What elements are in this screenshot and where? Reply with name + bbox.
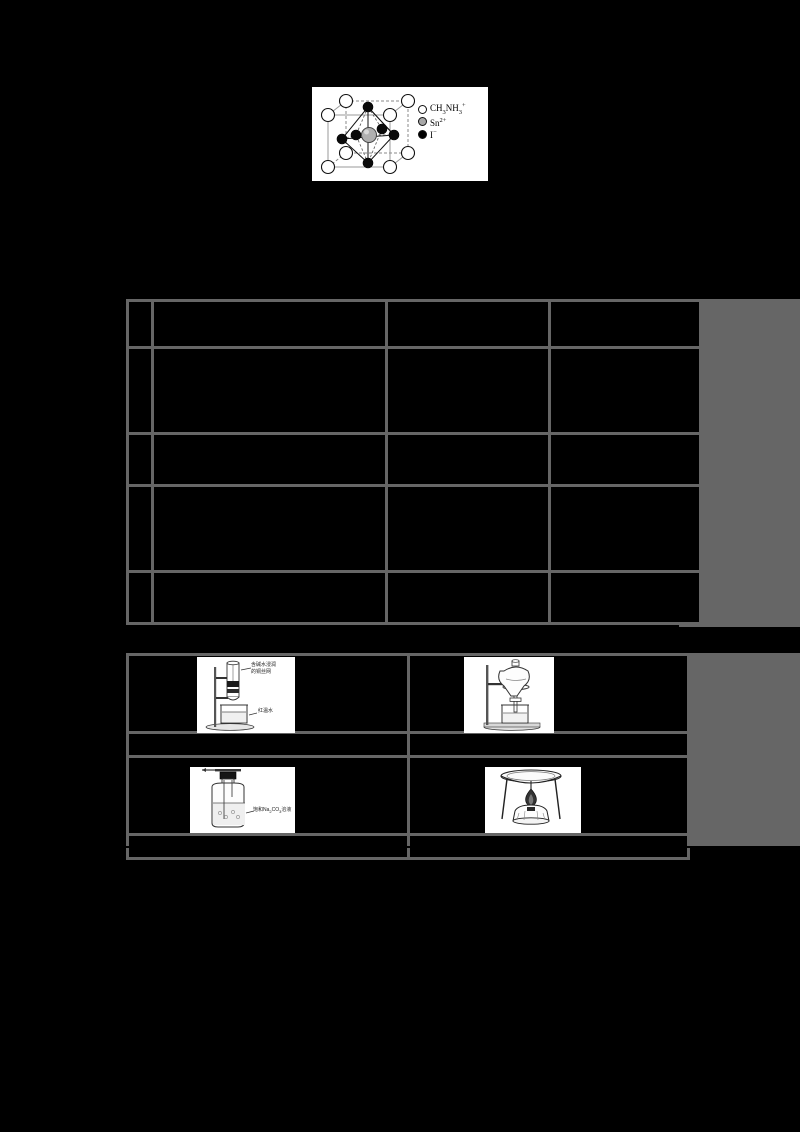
gray-circle-icon (418, 117, 427, 127)
apparatus-a-label-water: 红温水 (258, 708, 274, 714)
apparatus-a-label-mesh: 含碱水浸润的铜丝网 (251, 662, 277, 675)
apparatus-c-label-solution: 饱和Na2CO3溶液 (253, 807, 292, 814)
apparatus-figure-d (485, 767, 581, 833)
table-cell (548, 346, 702, 435)
legend-label-ch3nh3: CH3NH3+ (430, 101, 466, 116)
crystal-structure-figure: CH3NH3+ Sn2+ I− (312, 87, 488, 181)
table-cell (548, 570, 702, 625)
legend-label-sn: Sn2+ (430, 116, 447, 128)
legend-item-sn: Sn2+ (418, 116, 488, 129)
legend-item-iodide: I− (418, 128, 488, 141)
row-label-text (131, 489, 134, 494)
table-cell (151, 346, 388, 435)
tin-center-sphere (361, 127, 377, 143)
table-cell (151, 484, 388, 573)
right-gray-panel-bottom (679, 653, 800, 846)
table-row (126, 570, 702, 625)
crystal-legend: CH3NH3+ Sn2+ I− (418, 101, 488, 141)
apparatus-figure-c: 饱和Na2CO3溶液 (190, 767, 295, 833)
apparatus-d-svg (485, 767, 581, 833)
apparatus-a-svg (197, 657, 295, 733)
table-cell (385, 432, 551, 487)
row-label-cell (126, 299, 154, 349)
table-row (126, 346, 702, 435)
table-row (126, 432, 702, 487)
row-label-text (131, 437, 134, 442)
table-row (126, 299, 702, 349)
perovskite-unit-cell-diagram (318, 91, 422, 179)
filled-circle-icon (418, 129, 427, 139)
table-cell (548, 299, 702, 349)
apparatus-c-svg (190, 767, 295, 833)
table-cell (385, 346, 551, 435)
apparatus-figure-a: 含碱水浸润的铜丝网 红温水 (197, 657, 295, 733)
legend-item-ch3nh3: CH3NH3+ (418, 101, 488, 116)
row-label-cell (126, 432, 154, 487)
apparatus-b-svg (464, 657, 554, 733)
properties-comparison-table (126, 299, 702, 625)
row-label-text (131, 351, 134, 356)
row-label-text (131, 575, 134, 580)
table-row (126, 731, 690, 758)
table-cell (548, 484, 702, 573)
legend-label-iodide: I− (430, 129, 437, 140)
table-cell (151, 570, 388, 625)
table-cell (385, 299, 551, 349)
table-cell (385, 484, 551, 573)
caption-cell-a (126, 731, 410, 758)
row-label-cell (126, 346, 154, 435)
table-cell (151, 432, 388, 487)
unit-cell-svg (320, 93, 416, 175)
table-bottom-edge (126, 846, 690, 848)
row-label-cell (126, 484, 154, 573)
row-label-text (131, 304, 134, 309)
apparatus-figure-b (464, 657, 554, 733)
open-circle-icon (418, 104, 427, 114)
table-cell (385, 570, 551, 625)
table-cell (548, 432, 702, 487)
row-label-cell (126, 570, 154, 625)
caption-cell-b (406, 731, 690, 758)
table-row (126, 484, 702, 573)
table-cell (151, 299, 388, 349)
